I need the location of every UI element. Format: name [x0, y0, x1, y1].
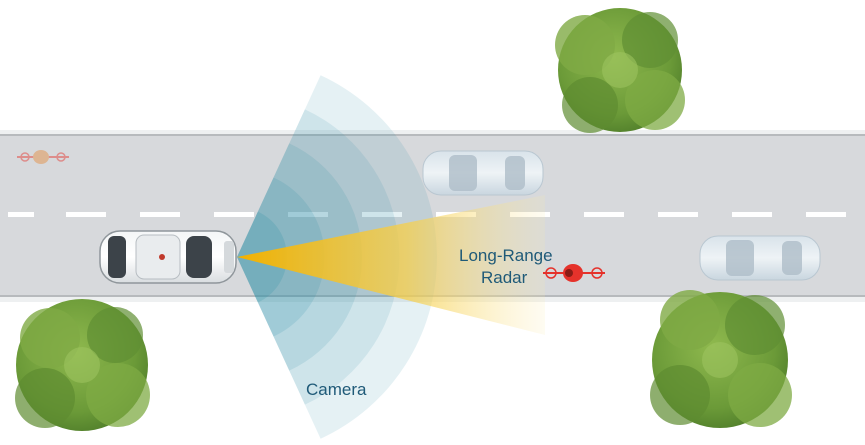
ego-car: [99, 230, 237, 284]
tree-top-right: [555, 8, 685, 133]
radar-label-line2: Radar: [481, 268, 528, 287]
radar-label-line1: Long-Range: [459, 246, 553, 265]
car-ahead-right-lane: [699, 235, 821, 281]
road-edge-top: [0, 130, 865, 134]
car-ahead-left-lane: [422, 150, 544, 196]
road-edge-top-line: [0, 134, 865, 136]
tree-bottom-right: [650, 290, 792, 428]
camera-label: Camera: [306, 380, 367, 399]
long-range-radar-beam: [237, 195, 545, 335]
cyclist-detected: [543, 264, 605, 282]
tree-bottom-left: [15, 299, 150, 431]
cyclist-far: [17, 150, 69, 164]
